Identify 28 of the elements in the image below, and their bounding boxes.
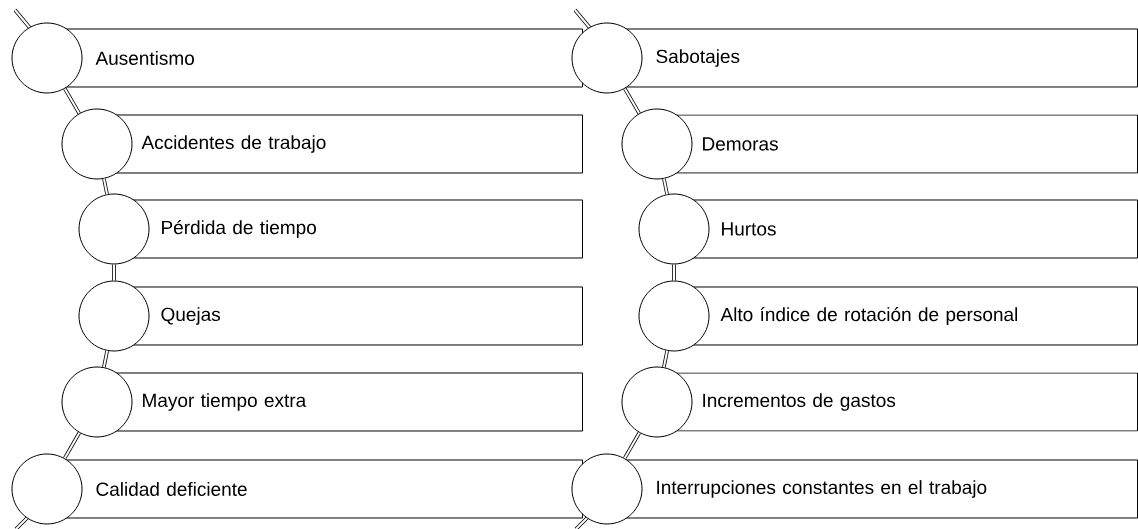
circle <box>61 366 133 438</box>
list-box: Demoras <box>657 114 1138 174</box>
track-segment <box>102 349 109 369</box>
circle <box>638 193 710 265</box>
track-segment <box>102 177 109 196</box>
circle <box>621 366 693 438</box>
circle <box>78 193 150 265</box>
track-segment <box>63 87 81 115</box>
circle <box>11 453 83 525</box>
list-box: Incrementos de gastos <box>657 372 1138 432</box>
track-segment <box>63 431 81 460</box>
circle <box>78 280 150 352</box>
list-box: Hurtos <box>674 199 1138 259</box>
circle <box>11 22 83 94</box>
circle <box>571 453 643 525</box>
list-box: Sabotajes <box>607 28 1138 88</box>
circle <box>638 280 710 352</box>
circle <box>571 22 643 94</box>
track-segment <box>112 263 116 282</box>
circle <box>621 108 693 180</box>
list-box: Alto índice de rotación de personal <box>674 286 1138 346</box>
circle <box>61 108 133 180</box>
track-segment <box>623 87 641 115</box>
track-segment <box>623 431 641 460</box>
track-segment <box>672 263 676 282</box>
track-segment <box>662 177 669 196</box>
list-box: Interrupciones constantes en el trabajo <box>607 459 1138 519</box>
track-segment <box>662 349 669 369</box>
